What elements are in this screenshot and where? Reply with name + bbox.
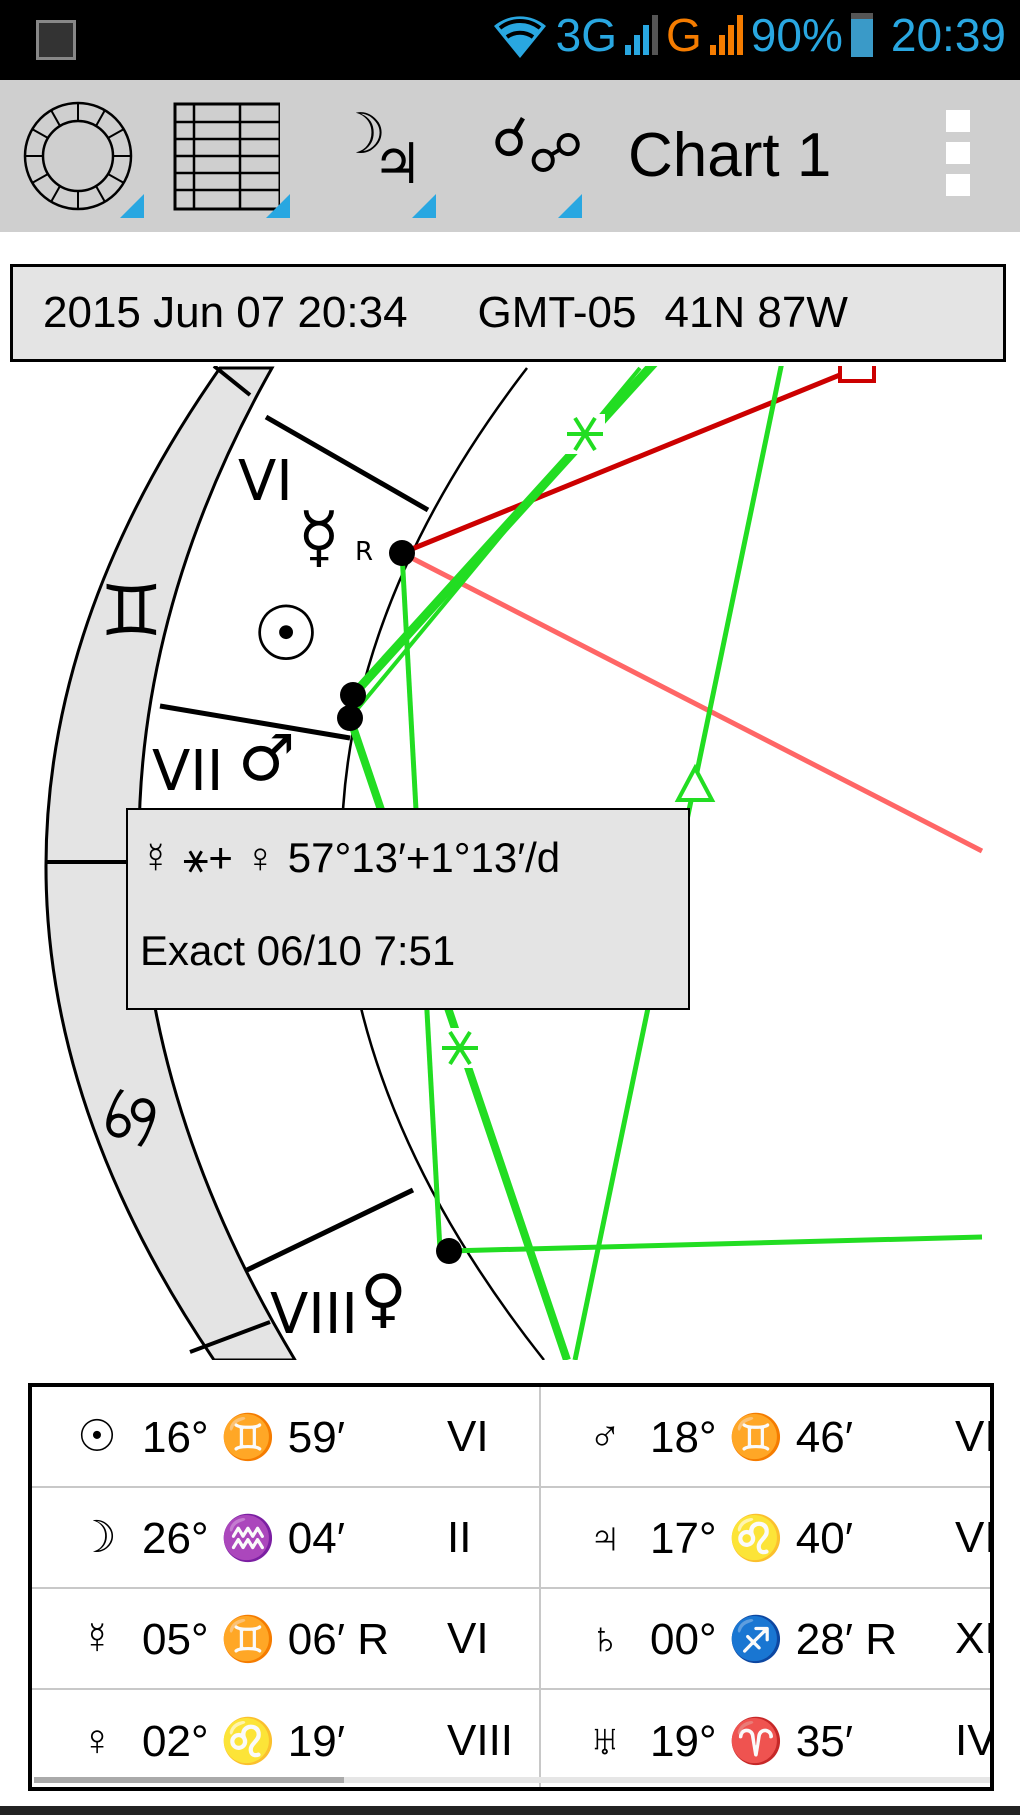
- battery-percent: 90%: [750, 9, 843, 61]
- chart-location: 41N 87W: [664, 288, 848, 337]
- planet-glyph: ♂: [588, 1411, 622, 1461]
- planet-cell[interactable]: ☿ 05° ♊ 06′ R VI: [72, 1589, 562, 1688]
- toolbar: ☽♃ ☌☍ Chart 1: [0, 80, 1020, 232]
- horizontal-scrollbar-thumb[interactable]: [34, 1777, 344, 1783]
- planet-position: 26° ♒ 04′: [142, 1513, 345, 1563]
- cancer-glyph: ♋: [82, 1075, 181, 1162]
- signal-icon: [625, 15, 659, 55]
- aspect-line-4: [448, 1234, 983, 1254]
- planet-point-mercury[interactable]: [389, 540, 415, 566]
- planet-house: VI: [447, 1613, 489, 1663]
- aspect-line-square: [401, 366, 858, 556]
- planet-glyph: ☿: [80, 1613, 114, 1663]
- planet-glyph: ♀: [80, 1715, 114, 1765]
- planet-glyph: ♅: [588, 1715, 622, 1765]
- venus-glyph: ♀: [360, 1262, 407, 1336]
- aspect-line-sextile-2: [348, 366, 642, 720]
- signal-icon-2: [709, 15, 743, 55]
- conjunction-opposition-icon: ☌☍: [492, 106, 583, 185]
- clock: 20:39: [890, 9, 1006, 61]
- planet-position: 18° ♊ 46′: [650, 1412, 853, 1462]
- planet-cell[interactable]: ☉ 16° ♊ 59′ VI: [72, 1387, 562, 1486]
- aspect-line-semisquare: [400, 550, 983, 854]
- planet-glyph: ♃: [588, 1512, 622, 1562]
- network-g-label: G: [666, 9, 702, 61]
- sextile-marker-icon: [440, 1028, 480, 1068]
- wheel-icon: [23, 101, 133, 211]
- retrograde-marker: R: [355, 537, 373, 567]
- table-row: ☽ 26° ♒ 04′ II ♃ 17° ♌ 40′ VI: [32, 1488, 994, 1589]
- planet-glyph: ☉: [77, 1412, 117, 1461]
- house-cusp-8: [243, 1187, 415, 1274]
- sign-boundary: [212, 366, 252, 397]
- planet-position: 00° ♐ 28′ R: [650, 1614, 897, 1664]
- tooltip-aspect: ☿ ⚹+ ♀ 57°13′+1°13′/d: [140, 834, 561, 881]
- planet-glyph: ♄: [588, 1613, 622, 1663]
- planet-house: II: [447, 1512, 472, 1562]
- planet-cell[interactable]: ♅ 19° ♈ 35′ IV: [580, 1690, 994, 1787]
- planet-cell[interactable]: ♀ 02° ♌ 19′ VIII: [72, 1690, 562, 1787]
- table-view-button[interactable]: [160, 94, 290, 218]
- tooltip-exact-time: Exact 06/10 7:51: [140, 927, 456, 974]
- wheel-chart-button[interactable]: [14, 94, 144, 218]
- planet-house: VI: [955, 1411, 994, 1461]
- mercury-glyph: ☿: [298, 498, 340, 577]
- planet-position: 02° ♌ 19′: [142, 1716, 345, 1766]
- planet-cell[interactable]: ♃ 17° ♌ 40′ VI: [580, 1488, 994, 1587]
- planet-cell[interactable]: ♄ 00° ♐ 28′ R XI: [580, 1589, 994, 1688]
- planet-cell[interactable]: ♂ 18° ♊ 46′ VI: [580, 1387, 994, 1486]
- battery-icon: [850, 13, 873, 57]
- house-label-8: VIII: [270, 1282, 358, 1347]
- chart-timezone: GMT-05: [477, 288, 637, 337]
- overflow-menu-icon[interactable]: [946, 110, 972, 206]
- bottom-edge: [0, 1806, 1020, 1815]
- planet-house: VI: [447, 1411, 489, 1461]
- house-cusp-7: [159, 703, 351, 741]
- moon-jupiter-icon: ☽♃: [336, 102, 423, 197]
- planet-positions-table[interactable]: ☉ 16° ♊ 59′ VI ♂ 18° ♊ 46′ VI ☽ 26° ♒ 04′ II ♃…: [28, 1383, 994, 1791]
- planet-point-sun[interactable]: [340, 682, 366, 708]
- planet-house: IV: [955, 1715, 994, 1765]
- chart-datetime: 2015 Jun 07 20:34: [43, 288, 408, 337]
- house-label-6: VI: [238, 449, 293, 514]
- trine-marker-icon: [674, 763, 716, 802]
- planet-house: VI: [955, 1512, 994, 1562]
- aspect-tooltip: ☿ ⚹+ ♀ 57°13′+1°13′/d Exact 06/10 7:51: [126, 808, 690, 1010]
- sextile-marker-icon: [565, 414, 605, 454]
- wifi-icon: [493, 16, 546, 58]
- planet-point-mars[interactable]: [337, 705, 363, 731]
- sun-glyph: ☉: [252, 589, 320, 678]
- planet-house: VIII: [447, 1715, 514, 1765]
- planet-position: 05° ♊ 06′ R: [142, 1614, 389, 1664]
- planet-position: 17° ♌ 40′: [650, 1513, 853, 1563]
- network-3g-label: 3G: [555, 9, 618, 61]
- planet-position: 19° ♈ 35′: [650, 1716, 853, 1766]
- table-row: ♀ 02° ♌ 19′ VIII ♅ 19° ♈ 35′ IV: [32, 1690, 994, 1787]
- moon-jupiter-button[interactable]: ☽♃: [306, 94, 436, 218]
- horizontal-scrollbar-track[interactable]: [34, 1777, 990, 1783]
- planet-position: 16° ♊ 59′: [142, 1412, 345, 1462]
- status-bar: 3G G 90% 20:39: [0, 0, 1020, 80]
- chart-info-bar[interactable]: 2015 Jun 07 20:34 GMT-05 41N 87W: [10, 264, 1006, 362]
- house-label-7: VII: [152, 739, 223, 804]
- chart-title[interactable]: Chart 1: [628, 121, 832, 190]
- table-row: ☿ 05° ♊ 06′ R VI ♄ 00° ♐ 28′ R XI: [32, 1589, 994, 1690]
- planet-point-venus[interactable]: [436, 1238, 462, 1264]
- table-icon: [173, 102, 282, 211]
- aspects-button[interactable]: ☌☍: [452, 94, 583, 218]
- mars-glyph: ♂: [238, 722, 295, 796]
- house-cusp-6: [264, 414, 430, 513]
- planet-house: XI: [955, 1613, 994, 1663]
- gemini-glyph: ♊: [100, 570, 163, 652]
- planet-cell[interactable]: ☽ 26° ♒ 04′ II: [72, 1488, 562, 1587]
- aspect-line-sextile: [349, 366, 658, 699]
- table-row: ☉ 16° ♊ 59′ VI ♂ 18° ♊ 46′ VI: [32, 1387, 994, 1488]
- gallery-notification-icon: [36, 20, 76, 60]
- planet-glyph: ☽: [77, 1513, 117, 1562]
- sign-boundary: [189, 1320, 271, 1354]
